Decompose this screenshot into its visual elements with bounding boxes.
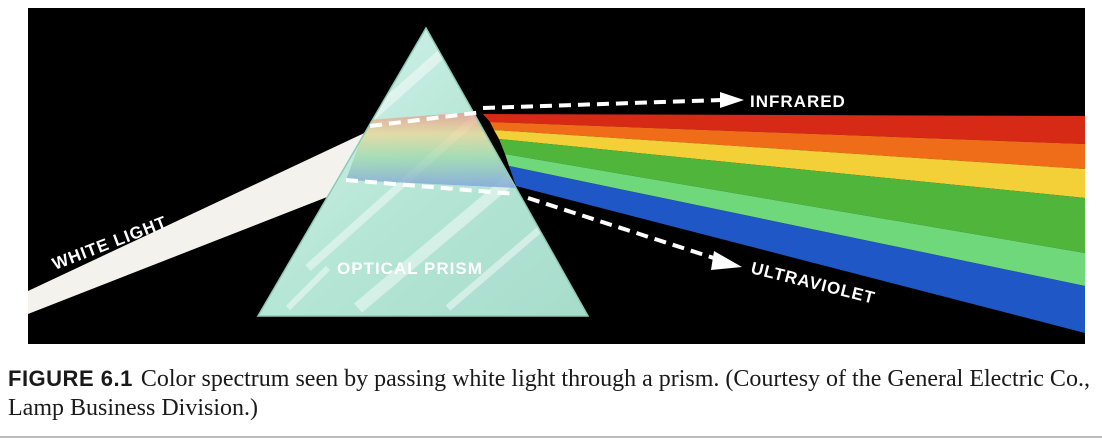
prism-diagram: WHITE LIGHT OPTICAL PRISM INFRARED ULTRA…	[28, 8, 1085, 344]
infrared-label: INFRARED	[750, 92, 846, 111]
ray-guides	[345, 98, 724, 262]
spectrum-bands	[483, 114, 1085, 333]
band-light-green	[505, 154, 1085, 286]
infrared-arrowhead	[720, 92, 744, 108]
figure-number: FIGURE 6.1	[8, 366, 133, 391]
white-light-beam	[28, 128, 375, 314]
caption-text: Color spectrum seen by passing white lig…	[8, 366, 1090, 421]
caption-divider	[0, 436, 1102, 438]
band-yellow	[494, 130, 1085, 198]
band-red	[483, 114, 1085, 144]
band-blue	[509, 166, 1085, 333]
optical-prism-label: OPTICAL PRISM	[337, 259, 483, 278]
prism-illustration: WHITE LIGHT OPTICAL PRISM INFRARED ULTRA…	[28, 8, 1085, 344]
band-green	[499, 139, 1085, 253]
ultraviolet-arrowhead	[711, 251, 742, 270]
band-orange	[490, 122, 1085, 169]
